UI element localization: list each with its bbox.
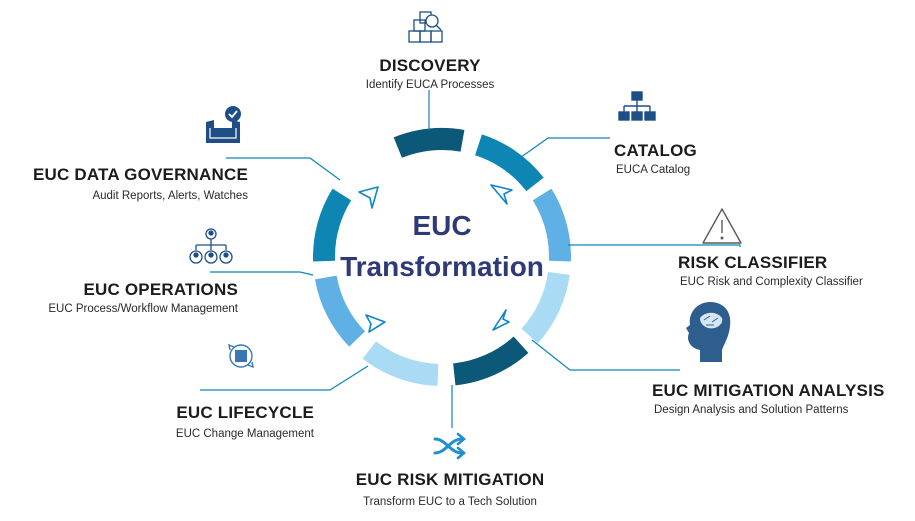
ring-segment-lifecycle [362,341,439,386]
cycle-ring [313,128,571,386]
node-subtitle: EUCA Catalog [616,164,691,176]
leader-line-mitigation-analysis [531,339,680,371]
leader-line-catalog [516,137,610,161]
arrow-icon-ne [490,184,513,205]
node-subtitle: Identify EUCA Processes [365,79,495,91]
leader-line-data-governance [226,157,341,181]
node-title: EUC RISK MITIGATION [355,470,545,489]
node-lifecycle: EUC LIFECYCLE EUC Change Management [176,403,314,440]
ring-segment-data-governance [313,188,352,262]
leader-line-risk-classifier [568,244,741,247]
arrow-icon-se [492,309,510,331]
node-title: EUC DATA GOVERNANCE [32,165,248,184]
center-title-line2: Transformation [340,251,544,282]
node-title: RISK CLASSIFIER [678,253,828,272]
node-subtitle: Transform EUC to a Tech Solution [363,496,537,508]
node-operations: EUC OPERATIONS EUC Process/Workflow Mana… [48,280,238,315]
node-subtitle: EUC Process/Workflow Management [48,303,238,315]
ring-segment-risk-classifier [532,188,571,262]
ring-segment-mitigation-analysis [521,271,570,344]
cycle-box-icon [228,343,254,369]
ring-segment-risk-mitigation [452,336,529,386]
node-subtitle: EUC Risk and Complexity Classifier [680,276,863,288]
node-data-governance: EUC DATA GOVERNANCE Audit Reports, Alert… [33,165,248,202]
brain-head-icon [686,302,731,362]
node-title: EUC LIFECYCLE [176,403,314,422]
org-chart-icon [618,91,656,121]
inbox-check-icon [206,106,241,143]
node-catalog: CATALOG EUCA Catalog [614,141,697,176]
node-title: EUC MITIGATION ANALYSIS [652,381,885,400]
node-subtitle: Design Analysis and Solution Patterns [654,404,849,416]
node-title: EUC OPERATIONS [83,280,238,299]
flow-arrows [358,184,513,333]
leader-line-lifecycle [200,365,369,391]
boxes-search-icon [408,11,443,43]
arrow-icon-sw [365,314,386,333]
leader-line-operations [210,271,314,276]
node-subtitle: Audit Reports, Alerts, Watches [92,190,248,202]
center-title-line1: EUC [412,210,471,241]
node-discovery: DISCOVERY Identify EUCA Processes [325,56,535,91]
warning-icon [702,208,742,244]
node-title: CATALOG [614,141,697,160]
leader-lines [200,90,741,428]
node-subtitle: EUC Change Management [175,428,314,440]
arrow-icon-nw [358,186,379,209]
team-hierarchy-icon [189,228,233,264]
ring-segment-operations [314,275,366,347]
node-risk-classifier: RISK CLASSIFIER EUC Risk and Complexity … [678,253,863,288]
node-risk-mitigation: EUC RISK MITIGATION Transform EUC to a T… [330,470,570,508]
node-title: DISCOVERY [379,56,481,75]
shuffle-icon [433,432,467,460]
ring-segment-discovery [393,128,465,158]
ring-segment-catalog [474,134,544,192]
node-mitigation-analysis: EUC MITIGATION ANALYSIS Design Analysis … [652,381,885,416]
